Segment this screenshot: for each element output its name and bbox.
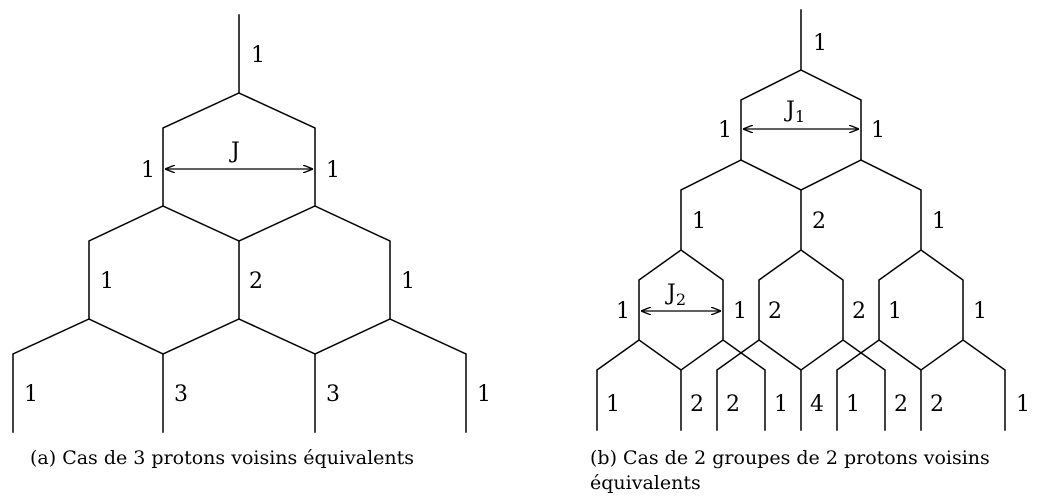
- tree-b-l2-a: [680, 158, 743, 251]
- caption-a: (a) Cas de 3 protons voisins équivalents: [30, 447, 415, 469]
- tree-b-l3-b: [679, 248, 724, 341]
- tree-b-l1-left: [740, 68, 803, 161]
- tree-b-label: 2: [690, 392, 704, 417]
- tree-a-label: 1: [251, 43, 265, 68]
- tree-b-l4-h: [841, 338, 886, 431]
- tree-a-l1-right: [238, 92, 316, 207]
- tree-b-l3-c: [758, 248, 803, 341]
- coupling-label-j: J: [229, 139, 240, 164]
- tree-b-label: 1: [774, 392, 788, 417]
- tree-b-l2-b: [739, 158, 802, 251]
- tree-b-l3-a: [638, 248, 683, 341]
- tree-b-l4-g: [799, 338, 845, 372]
- tree-b-label: 1: [733, 299, 747, 324]
- tree-a-label: 1: [326, 158, 340, 183]
- tree-a-l2-b: [162, 205, 240, 320]
- tree-a-label: 1: [477, 382, 491, 407]
- tree-b-l4-b: [637, 338, 682, 431]
- panel-b-labels: 1 1 1 1 2 1 1 1 2 2 1 1 1 2 2 1 4 1 2 2 …: [606, 31, 1030, 417]
- tree-a-label: 1: [141, 158, 155, 183]
- tree-a-l1-left: [162, 92, 240, 207]
- tree-b-label: 1: [813, 31, 827, 56]
- tree-b-l4-e: [716, 338, 761, 431]
- tree-b-l4-a: [596, 338, 641, 431]
- tree-a-label: 1: [24, 382, 38, 407]
- caption-b-line-2: équivalents: [590, 472, 701, 494]
- tree-b-l2-c: [799, 158, 863, 192]
- tree-b-l4-i: [836, 338, 881, 431]
- tree-b-label: 1: [692, 209, 706, 234]
- tree-b-l2-d: [859, 158, 922, 251]
- tree-a-l3-a: [12, 318, 90, 433]
- tree-b-l1-right: [799, 68, 862, 161]
- tree-b-label: 1: [606, 392, 620, 417]
- tree-a-l3-f: [389, 318, 467, 433]
- tree-a-label: 1: [401, 269, 415, 294]
- tree-a-l3-d: [238, 318, 316, 433]
- tree-a-label: 2: [249, 269, 263, 294]
- coupling-label-j1: J1: [784, 98, 805, 126]
- tree-b-l4-l: [961, 338, 1006, 431]
- tree-b-label: 4: [810, 392, 824, 417]
- tree-a-label: 1: [100, 269, 114, 294]
- panel-a-tree: [12, 14, 467, 433]
- panel-a-labels: 1 1 1 1 2 1 1 3 3 1 J: [24, 43, 491, 407]
- tree-b-label: 1: [871, 118, 885, 143]
- tree-a-l2-c: [238, 205, 316, 242]
- tree-b-l3-d: [799, 248, 844, 341]
- tree-b-label: 1: [1016, 392, 1030, 417]
- tree-b-l4-d: [721, 338, 766, 431]
- tree-b-label: 1: [616, 299, 630, 324]
- tree-b-label: 1: [718, 118, 732, 143]
- tree-a-label: 3: [326, 382, 340, 407]
- caption-b-line-1: (b) Cas de 2 groupes de 2 protons voisin…: [590, 447, 990, 469]
- tree-b-l3-e: [878, 248, 923, 341]
- tree-b-label: 2: [812, 209, 826, 234]
- tree-b-label: 1: [932, 209, 946, 234]
- tree-b-label: 2: [930, 392, 944, 417]
- tree-a-l3-e: [314, 318, 391, 355]
- tree-a-label: 3: [174, 382, 188, 407]
- tree-b-l3-f: [919, 248, 964, 341]
- tree-b-label: 2: [852, 299, 866, 324]
- tree-a-l3-c: [162, 318, 240, 355]
- tree-b-label: 2: [726, 392, 740, 417]
- panel-b-tree: [596, 9, 1006, 431]
- tree-a-l2-d: [314, 205, 391, 320]
- tree-a-l2-a: [88, 205, 164, 320]
- tree-b-label: 1: [888, 299, 902, 324]
- tree-b-label: 2: [894, 392, 908, 417]
- tree-b-l4-k: [919, 338, 965, 372]
- tree-b-label: 1: [846, 392, 860, 417]
- coupling-label-j2: J2: [665, 281, 686, 309]
- tree-b-label: 2: [768, 299, 782, 324]
- tree-b-l4-c: [679, 338, 725, 372]
- tree-a-l3-b: [88, 318, 164, 433]
- tree-b-label: 1: [973, 299, 987, 324]
- caption-b: (b) Cas de 2 groupes de 2 protons voisin…: [590, 446, 1040, 496]
